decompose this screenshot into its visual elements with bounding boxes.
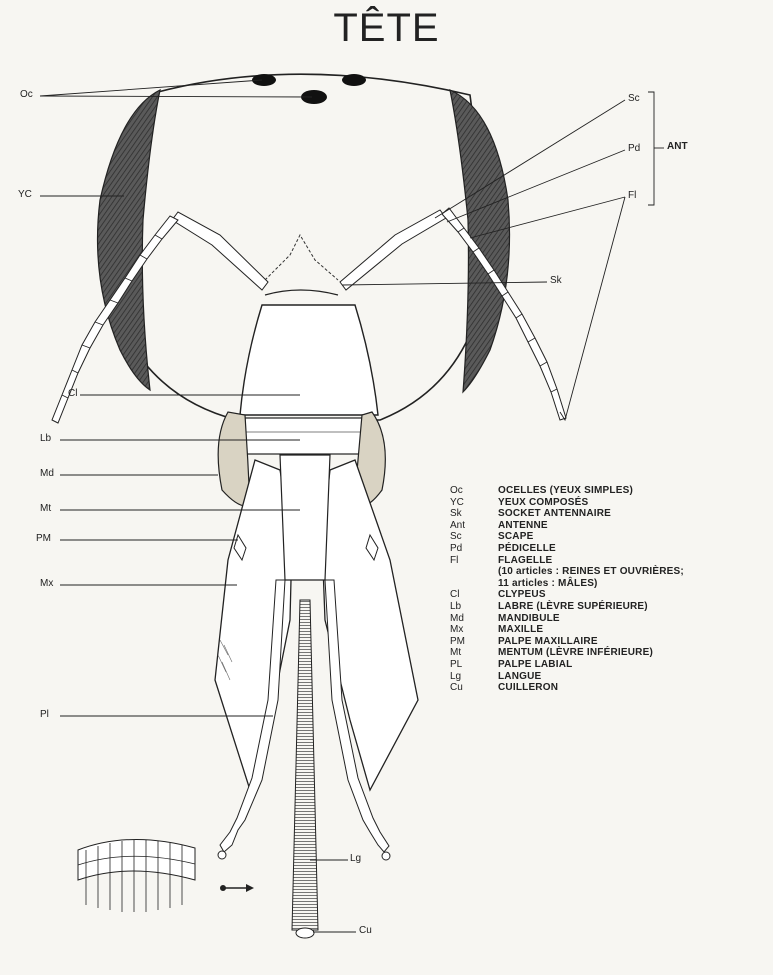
legend-abbr: Md [450,613,498,625]
legend-abbr: Sc [450,531,498,543]
label-pl: Pl [40,709,49,720]
legend-abbr [450,578,498,590]
legend-row: 11 articles : MÂLES) [450,578,770,590]
ocellus-left [252,74,276,86]
leader-fl-2 [560,197,625,420]
legend-abbr: Oc [450,485,498,497]
labrum [245,418,365,454]
label-ant: ANT [667,141,688,152]
label-lg: Lg [350,853,361,864]
label-pm: PM [36,533,51,544]
label-cl: Cl [68,388,77,399]
flabellum [296,928,314,938]
inset-arrow [220,884,254,892]
legend-def: MENTUM (LÈVRE INFÉRIEURE) [498,647,653,659]
legend-def: (10 articles : REINES ET OUVRIÈRES; [498,566,684,578]
leader-sk [342,282,547,285]
right-compound-eye [450,90,510,392]
legend-abbr: PM [450,636,498,648]
right-antenna-scape [340,210,446,290]
legend-def: CLYPEUS [498,589,546,601]
left-mandible [218,412,250,506]
ocellus-right [342,74,366,86]
label-mx: Mx [40,578,53,589]
legend-def: LANGUE [498,671,541,683]
label-yc: YC [18,189,32,200]
legend-def: PALPE LABIAL [498,659,572,671]
legend-abbr: YC [450,497,498,509]
legend-abbr [450,566,498,578]
legend-def: MANDIBULE [498,613,560,625]
legend-def: SCAPE [498,531,533,543]
label-sk: Sk [550,275,562,286]
legend-abbr: Mx [450,624,498,636]
legend-abbr: Lb [450,601,498,613]
label-oc: Oc [20,89,33,100]
legend-abbr: PL [450,659,498,671]
legend-def: CUILLERON [498,682,558,694]
legend-abbr: Cu [450,682,498,694]
label-sc: Sc [628,93,640,104]
legend-def: OCELLES (YEUX SIMPLES) [498,485,633,497]
label-fl: Fl [628,190,636,201]
clypeus [240,305,378,415]
label-pd: Pd [628,143,640,154]
glossa [292,600,318,930]
label-cu: Cu [359,925,372,936]
legend-def: PÉDICELLE [498,543,556,555]
legend-def: SOCKET ANTENNAIRE [498,508,611,520]
ant-bracket [648,92,654,205]
tongue-detail-inset [78,839,195,912]
legend-row: (10 articles : REINES ET OUVRIÈRES; [450,566,770,578]
label-mt: Mt [40,503,51,514]
legend-def: YEUX COMPOSÉS [498,497,588,509]
legend-def: LABRE (LÈVRE SUPÉRIEURE) [498,601,648,613]
legend-def: MAXILLE [498,624,543,636]
antennal-socket-area [265,235,338,280]
left-antenna-scape [172,212,268,290]
legend-abbr: Mt [450,647,498,659]
label-lb: Lb [40,433,51,444]
legend-abbr: Fl [450,555,498,567]
legend-def: ANTENNE [498,520,548,532]
legend-abbr: Ant [450,520,498,532]
label-md: Md [40,468,54,479]
legend-abbr: Pd [450,543,498,555]
legend-abbr: Cl [450,589,498,601]
legend-def: PALPE MAXILLAIRE [498,636,598,648]
legend-abbr: Sk [450,508,498,520]
mentum [280,455,330,580]
legend-def: 11 articles : MÂLES) [498,578,598,590]
leader-oc [40,80,262,96]
legend-def: FLAGELLE [498,555,552,567]
legend-abbr: Lg [450,671,498,683]
